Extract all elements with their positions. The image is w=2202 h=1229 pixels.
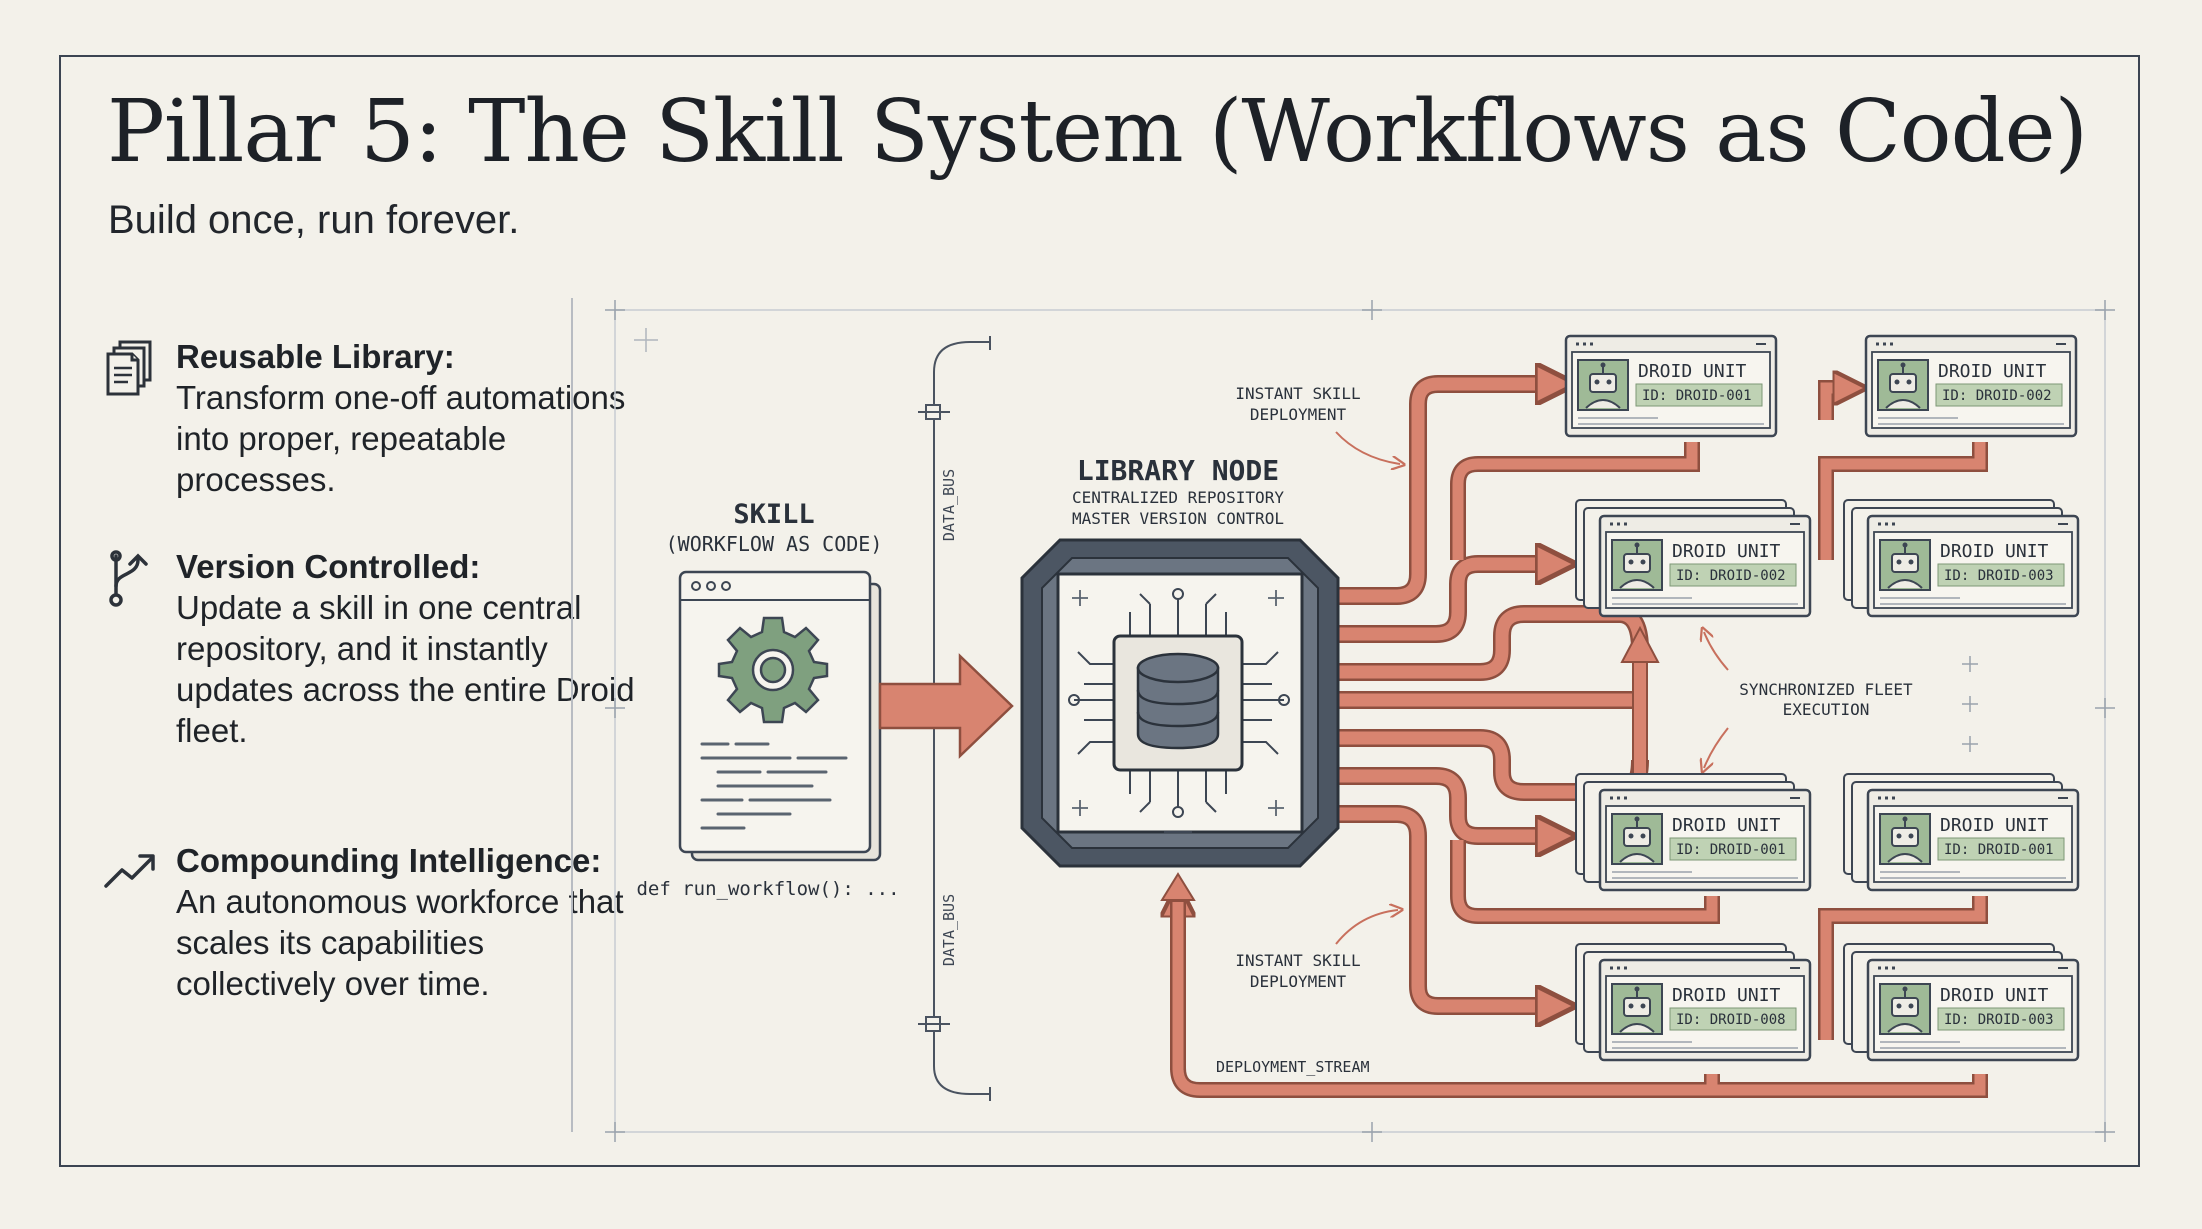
slide-frame [59,55,2140,1167]
droid-unit-card: DROID UNIT ID: DROID-001 [1575,773,1812,892]
page-title: Pillar 5: The Skill System (Workflows as… [107,82,2088,182]
droid-unit-id: ID: DROID-001 [1944,842,2054,858]
deployment-stream-arrowhead [1160,872,1196,901]
droid-unit-title: DROID UNIT [1638,361,1747,382]
droid-unit-card: DROID UNIT ID: DROID-002 [1575,499,1812,618]
library-title: LIBRARY NODE [1077,454,1279,487]
deployment-stream-label: DEPLOYMENT_STREAM [1216,1058,1370,1076]
feature-title: Version Controlled: [176,548,481,585]
droid-unit-id: ID: DROID-001 [1676,842,1786,858]
droid-unit-id: ID: DROID-002 [1942,388,2052,404]
sync-label-line2: EXECUTION [1783,700,1870,719]
robot-icon [1611,983,1663,1035]
robot-icon [1611,539,1663,591]
droid-unit-id: ID: DROID-003 [1944,1012,2054,1028]
deploy-label-bottom-line2: DEPLOYMENT [1250,972,1347,991]
deploy-label-top-line1: INSTANT SKILL [1235,384,1360,403]
droid-unit-id: ID: DROID-002 [1676,568,1786,584]
droid-unit-card: DROID UNIT ID: DROID-001 [1843,773,2080,892]
droid-unit-id: ID: DROID-008 [1676,1012,1786,1028]
robot-icon [1577,359,1629,411]
library-node [1020,538,1340,868]
droid-unit-title: DROID UNIT [1940,815,2049,836]
page-subtitle: Build once, run forever. [108,198,520,242]
robot-icon [1879,983,1931,1035]
sync-label-line1: SYNCHRONIZED FLEET [1739,680,1913,699]
feature-body: An autonomous workforce that scales its … [176,883,624,1002]
droid-unit-card: DROID UNIT ID: DROID-003 [1843,943,2080,1062]
feature-body: Transform one-off automations into prope… [176,379,626,498]
robot-icon [1877,359,1929,411]
droid-unit-title: DROID UNIT [1938,361,2047,382]
droid-unit-card: DROID UNIT ID: DROID-008 [1575,943,1812,1062]
gear-icon [717,616,829,724]
feature-title: Compounding Intelligence: [176,842,602,879]
fleet-connections [1336,384,1647,1006]
code-caption: def run_workflow(): ... [636,878,899,900]
droid-unit-title: DROID UNIT [1672,985,1781,1006]
skill-title: SKILL [733,499,814,530]
droid-unit-title: DROID UNIT [1672,815,1781,836]
droid-unit-id: ID: DROID-003 [1944,568,2054,584]
robot-icon [1879,539,1931,591]
branch-icon [109,550,148,607]
robot-icon [1879,813,1931,865]
skill-subtitle: (WORKFLOW AS CODE) [666,532,883,556]
droid-unit-card: DROID UNIT ID: DROID-003 [1843,499,2080,618]
data-bus-label-bottom: DATA_BUS [940,894,958,966]
feature-body: Update a skill in one central repository… [176,589,635,749]
documents-icon [106,340,152,396]
droid-unit-title: DROID UNIT [1672,541,1781,562]
deploy-label-top-line2: DEPLOYMENT [1250,405,1347,424]
trend-up-icon [104,854,155,888]
feature-title: Reusable Library: [176,338,455,375]
deploy-label-bottom-line1: INSTANT SKILL [1235,951,1360,970]
droid-unit-title: DROID UNIT [1940,985,2049,1006]
database-icon [1136,652,1220,750]
droid-unit-id: ID: DROID-001 [1642,388,1752,404]
library-line2: MASTER VERSION CONTROL [1072,509,1284,528]
robot-icon [1611,813,1663,865]
library-line1: CENTRALIZED REPOSITORY [1072,488,1284,507]
droid-unit-card: DROID UNIT ID: DROID-001 [1564,334,1778,438]
data-bus-label-top: DATA_BUS [940,469,958,541]
blueprint-guides [605,300,2115,1142]
skill-to-library-arrow [878,653,1014,759]
droid-unit-card: DROID UNIT ID: DROID-002 [1864,334,2078,438]
droid-unit-title: DROID UNIT [1940,541,2049,562]
